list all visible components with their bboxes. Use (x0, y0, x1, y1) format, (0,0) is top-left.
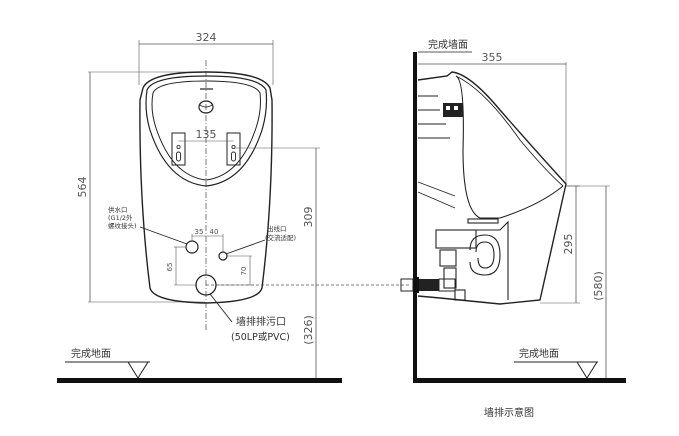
electric-label-2: (交流适配) (265, 233, 296, 242)
dim-outlet-height: (580) (566, 185, 610, 380)
supply-label-3: 螺纹接头) (108, 221, 137, 230)
finished-wall (413, 52, 417, 382)
electric-label-1: 出线口 (267, 224, 287, 233)
dim-outlet-height-label: (580) (592, 271, 605, 301)
urinal-bowl (151, 80, 261, 181)
diagram-caption: 墙排示意图 (484, 406, 534, 419)
front-floor-level-symbol (127, 361, 149, 379)
dim-mount-to-outlet: 309 (235, 147, 320, 285)
dim-height-label: 564 (76, 177, 89, 198)
side-floor-label: 完成地面 (519, 347, 559, 360)
front-floor-slab (57, 378, 342, 383)
wall-label: 完成墙面 (428, 38, 468, 51)
side-floor-slab (413, 378, 626, 383)
dim-mount-to-outlet-label: 309 (302, 207, 315, 228)
dim-supply-height-label: 65 (166, 263, 174, 272)
supply-inlet-hole (185, 240, 199, 254)
dim-electric-height-label: 70 (240, 267, 248, 276)
dim-supply-offsets: 35 40 (191, 228, 224, 252)
drain-label-1: 墙排排污口 (236, 315, 286, 328)
side-view: 完成墙面 355 (400, 38, 626, 383)
dim-depth-label: 355 (482, 51, 503, 64)
dim-width: 324 (138, 31, 274, 85)
side-mount-bracket (443, 103, 463, 117)
supply-label-2: (G1/2外 (108, 213, 133, 222)
front-floor-label: 完成地面 (71, 347, 111, 360)
mount-bracket-left (171, 132, 186, 166)
front-view: 324 564 (57, 31, 410, 383)
drain-label-2: (50LP或PVC) (231, 331, 290, 343)
supply-leader-line (139, 226, 188, 245)
drain-leader-line (209, 293, 233, 323)
dim-supply-right-label: 40 (210, 228, 219, 236)
dim-width-label: 324 (196, 31, 217, 44)
urinal-side-profile (417, 71, 567, 305)
electric-leader-line (225, 239, 266, 255)
dim-outlet-to-floor-label: (326) (302, 315, 315, 345)
dim-lip-height: 295 (540, 185, 580, 304)
dim-lip-height-label: 295 (562, 234, 575, 255)
electric-outlet-hole (218, 251, 228, 261)
dim-supply-left-label: 35 (195, 228, 204, 236)
urinal-side-inner (455, 75, 564, 219)
dim-supply-height: 65 (166, 246, 196, 286)
mounting-ribs (417, 95, 456, 209)
supply-label-1: 供水口 (108, 205, 128, 214)
side-floor-level-symbol (576, 361, 598, 379)
dim-electric-height: 70 (216, 255, 254, 286)
wall-drain-pipe (400, 277, 456, 293)
siphon-trap (435, 218, 509, 301)
dim-outlet-to-floor: (326) (302, 285, 317, 380)
dim-depth: 355 (418, 51, 567, 186)
urinal-body-outline (139, 71, 273, 304)
mount-bracket-right (226, 132, 241, 166)
